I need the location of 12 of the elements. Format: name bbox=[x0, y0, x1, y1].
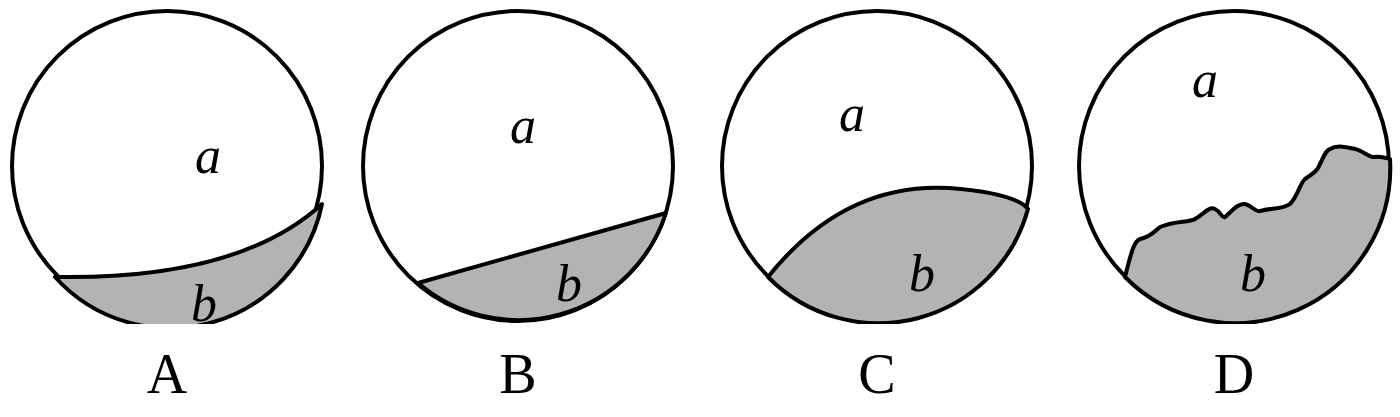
region-letter: a bbox=[1192, 54, 1218, 106]
option-letter: B bbox=[498, 346, 538, 402]
option-letter: D bbox=[1212, 346, 1256, 402]
region-letter: a bbox=[839, 88, 865, 140]
region-letter: b bbox=[556, 258, 582, 310]
region-letter: a bbox=[195, 130, 221, 182]
region-letter: a bbox=[510, 100, 536, 152]
region-letter: b bbox=[191, 278, 217, 330]
region-letter: b bbox=[909, 248, 935, 300]
region-letter: b bbox=[1240, 248, 1266, 300]
option-letter: C bbox=[857, 346, 897, 402]
option-letter: A bbox=[145, 346, 189, 402]
